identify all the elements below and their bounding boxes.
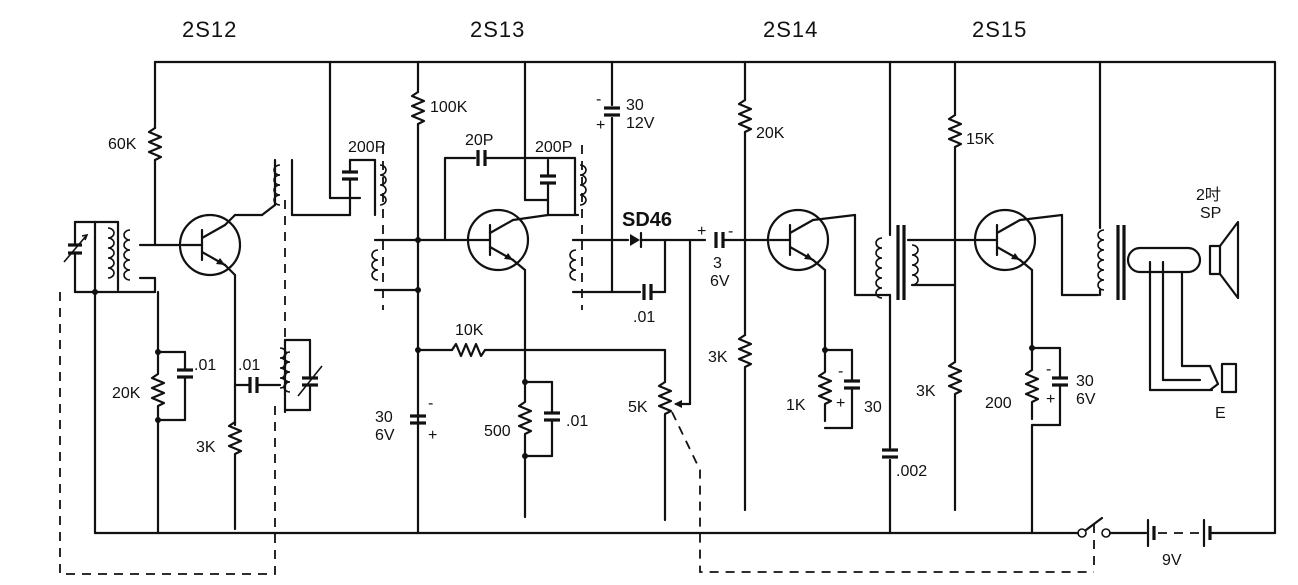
speaker-size-label: 2吋 — [1196, 186, 1221, 204]
earphone-label: E — [1215, 405, 1226, 422]
label-500: 500 — [484, 423, 511, 440]
transistor-1-title: 2S12 — [182, 17, 237, 42]
transistor-2s15 — [973, 208, 1100, 350]
polarity-plus-4: + — [836, 395, 845, 412]
transistor-2s12 — [178, 213, 264, 427]
diode-label: SD46 — [622, 209, 672, 231]
transistor-3-title: 2S14 — [763, 17, 818, 42]
polarity-plus-5: + — [1046, 391, 1055, 408]
tuning-capacitor-1 — [63, 220, 97, 294]
label-3k-2: 3K — [708, 349, 728, 366]
speaker-icon — [1208, 220, 1240, 300]
transistor-2s13 — [466, 208, 550, 384]
label-60k: 60K — [108, 136, 137, 153]
resistor-20k-2 — [737, 98, 753, 134]
polarity-minus-5: - — [1046, 361, 1051, 378]
polarity-minus-1: - — [596, 91, 601, 108]
label-30-6v-e-a: 30 — [1076, 373, 1094, 390]
label-01-b: .01 — [238, 357, 260, 374]
resistor-15k — [947, 113, 963, 149]
antenna-coil — [93, 220, 184, 535]
oscillator-coil — [279, 338, 323, 414]
label-30-12v-b: 12V — [626, 115, 655, 132]
polarity-minus-2: - — [428, 395, 433, 412]
label-20p: 20P — [465, 132, 493, 149]
label-30-6v-a: 30 — [375, 409, 393, 426]
label-3k-3: 3K — [916, 383, 936, 400]
transistor-4-title: 2S15 — [972, 17, 1027, 42]
transistor-2s14 — [766, 208, 882, 352]
resistor-3k-3 — [947, 360, 963, 512]
output-transformer — [1097, 60, 1202, 300]
if-transformer-2 — [540, 145, 642, 310]
gang-tuning-link — [59, 292, 276, 575]
transistor-2-title: 2S13 — [470, 17, 525, 42]
oscillator-output-coil — [260, 158, 352, 217]
label-3k-1: 3K — [196, 439, 216, 456]
battery-label: 9V — [1162, 552, 1182, 569]
label-01-d: .01 — [633, 309, 655, 326]
diode-sd46 — [630, 231, 707, 294]
power-switch — [1068, 516, 1111, 570]
polarity-minus-3: - — [728, 223, 733, 240]
resistor-1k — [817, 348, 833, 423]
resistor-3k-2 — [737, 333, 753, 512]
polarity-minus-4: - — [838, 363, 843, 380]
resistor-200 — [1024, 346, 1040, 421]
label-200p-1: 200P — [348, 139, 385, 156]
volume-pot-5k — [657, 380, 673, 522]
driver-transformer — [875, 60, 977, 300]
label-01-c: .01 — [566, 413, 588, 430]
label-15k: 15K — [966, 131, 995, 148]
label-30-6v-b: 6V — [375, 427, 395, 444]
label-5k: 5K — [628, 399, 648, 416]
label-30-12v-a: 30 — [626, 97, 644, 114]
polarity-plus-1: + — [596, 117, 605, 134]
if-transformer-1 — [328, 60, 420, 310]
speaker-label: SP — [1200, 205, 1221, 222]
resistor-100k — [410, 90, 426, 126]
label-30-d: 30 — [864, 399, 882, 416]
resistor-10k — [450, 342, 487, 358]
label-100k: 100K — [430, 99, 468, 116]
label-002: .002 — [896, 463, 927, 480]
earphone-jack-icon — [1148, 260, 1238, 394]
label-20k-1: 20K — [112, 385, 141, 402]
label-01-a: .01 — [194, 357, 216, 374]
label-20k-2: 20K — [756, 125, 785, 142]
label-200: 200 — [985, 395, 1012, 412]
resistor-60k — [147, 126, 163, 162]
label-1k: 1K — [786, 397, 806, 414]
label-3-6v-b: 6V — [710, 273, 730, 290]
polarity-plus-2: + — [428, 427, 437, 444]
resistor-3k-1 — [227, 420, 243, 531]
battery-icon — [1108, 518, 1277, 548]
volume-switch-link — [671, 411, 1094, 573]
label-30-6v-e-b: 6V — [1076, 391, 1096, 408]
label-3-6v-a: 3 — [713, 255, 722, 272]
label-200p-2: 200P — [535, 139, 572, 156]
resistor-500 — [517, 380, 533, 519]
label-10k: 10K — [455, 322, 484, 339]
polarity-plus-3: + — [697, 223, 706, 240]
resistor-20k-1 — [150, 350, 166, 424]
